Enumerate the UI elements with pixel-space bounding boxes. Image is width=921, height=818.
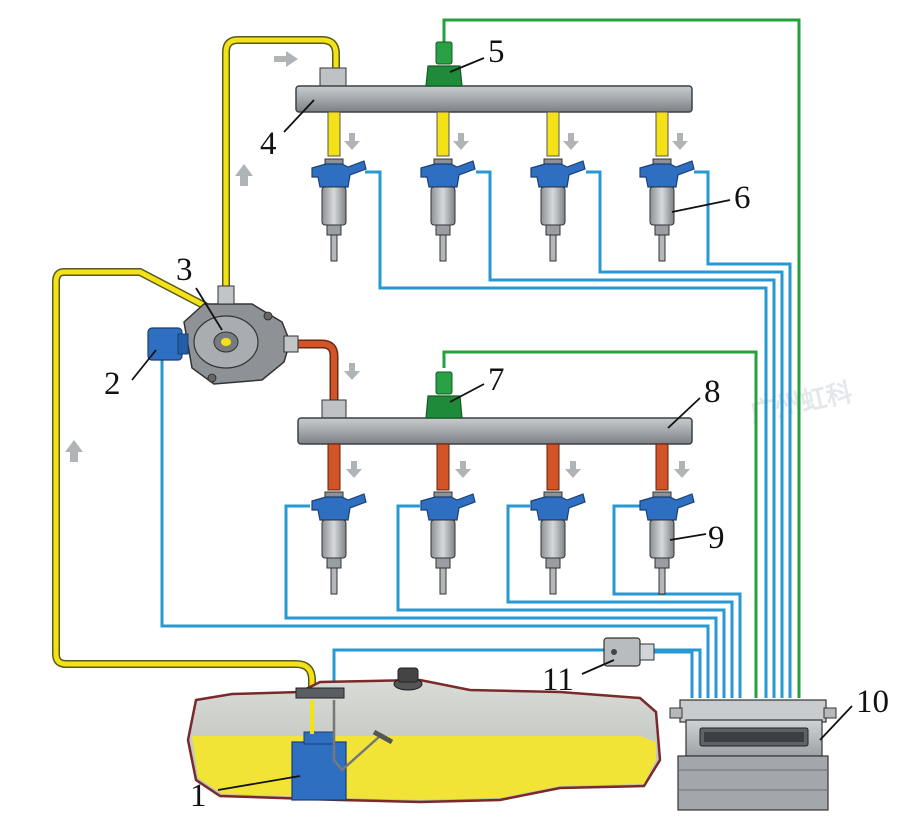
label-11: 11 (542, 662, 574, 698)
return-line (296, 341, 337, 400)
injector-wiring (160, 170, 792, 698)
sensor-wiring (442, 18, 801, 698)
supply-line (53, 269, 315, 690)
callout-labels: 1 2 3 4 5 6 7 8 9 10 11 (104, 34, 889, 814)
lower-flow-arrows (346, 461, 690, 478)
label-10: 10 (856, 684, 889, 720)
label-4: 4 (260, 126, 277, 162)
label-2: 2 (104, 366, 121, 402)
lower-fuel-rail (297, 399, 693, 491)
leader-lines (131, 57, 853, 791)
rail-pressure-sensor-upper (425, 41, 463, 87)
label-3: 3 (176, 252, 193, 288)
label-5: 5 (488, 34, 505, 70)
pressure-control-valve (147, 327, 189, 361)
high-pressure-pump (183, 285, 299, 385)
upper-flow-arrows (344, 133, 688, 150)
label-9: 9 (708, 520, 725, 556)
rail-pressure-sensor-lower (425, 371, 463, 419)
high-pressure-line (223, 37, 339, 288)
label-1: 1 (190, 778, 207, 814)
watermark-text: 广州虹科 (747, 378, 855, 429)
upper-fuel-rail (295, 67, 693, 157)
sensor-11 (603, 637, 655, 667)
label-7: 7 (488, 362, 505, 398)
label-6: 6 (734, 180, 751, 216)
fuel-pump-module (291, 700, 394, 801)
flow-arrows (65, 51, 360, 462)
engine-control-unit (669, 699, 837, 811)
label-8: 8 (704, 374, 721, 410)
upper-injectors (311, 158, 695, 262)
fuel-tank (186, 667, 662, 804)
